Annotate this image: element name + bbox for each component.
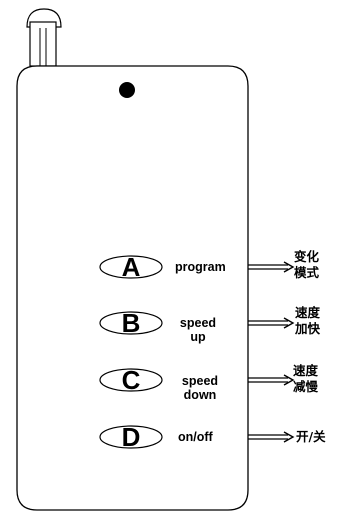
led-indicator — [119, 82, 135, 98]
button-d[interactable]: D — [99, 422, 163, 452]
result-d-line-1: 开/关 — [296, 429, 326, 444]
button-a[interactable]: A — [99, 252, 163, 282]
antenna-stem — [29, 21, 57, 67]
button-c-label-line-2: down — [183, 388, 217, 402]
result-c: 速度 减慢 — [293, 363, 318, 395]
button-b-letter: B — [122, 308, 141, 338]
arrow-d — [248, 431, 295, 443]
remote-body — [16, 65, 249, 511]
button-c-label-line-1: speed — [181, 374, 219, 388]
button-b-label: speed up — [176, 316, 220, 344]
button-d-letter: D — [122, 422, 141, 452]
button-c-letter: C — [122, 365, 141, 395]
result-d: 开/关 — [296, 429, 326, 445]
arrow-a — [248, 261, 295, 273]
button-b-label-line-1: speed — [179, 316, 217, 330]
result-b-line-2: 加快 — [295, 321, 321, 336]
result-b: 速度 加快 — [295, 305, 320, 337]
button-a-letter: A — [122, 252, 141, 282]
result-c-line-2: 减慢 — [293, 379, 319, 394]
button-d-outline — [99, 425, 163, 449]
antenna — [26, 8, 62, 67]
button-c-outline — [99, 368, 163, 392]
button-b[interactable]: B — [99, 308, 163, 338]
button-d-label: on/off — [178, 430, 213, 444]
arrow-b — [248, 317, 295, 329]
result-a-line-1: 变化 — [294, 249, 320, 264]
button-a-label-line-1: program — [175, 260, 226, 274]
button-b-label-line-2: up — [190, 330, 206, 344]
button-d-label-line-1: on/off — [178, 430, 213, 444]
button-c[interactable]: C — [99, 365, 163, 395]
button-a-label: program — [175, 260, 226, 274]
result-a: 变化 模式 — [294, 249, 319, 281]
result-c-line-1: 速度 — [293, 363, 319, 378]
button-a-outline — [99, 255, 163, 279]
button-b-outline — [99, 311, 163, 335]
result-a-line-2: 模式 — [294, 265, 320, 280]
button-c-label: speed down — [176, 374, 224, 402]
result-b-line-1: 速度 — [295, 305, 321, 320]
arrow-c — [248, 374, 295, 386]
